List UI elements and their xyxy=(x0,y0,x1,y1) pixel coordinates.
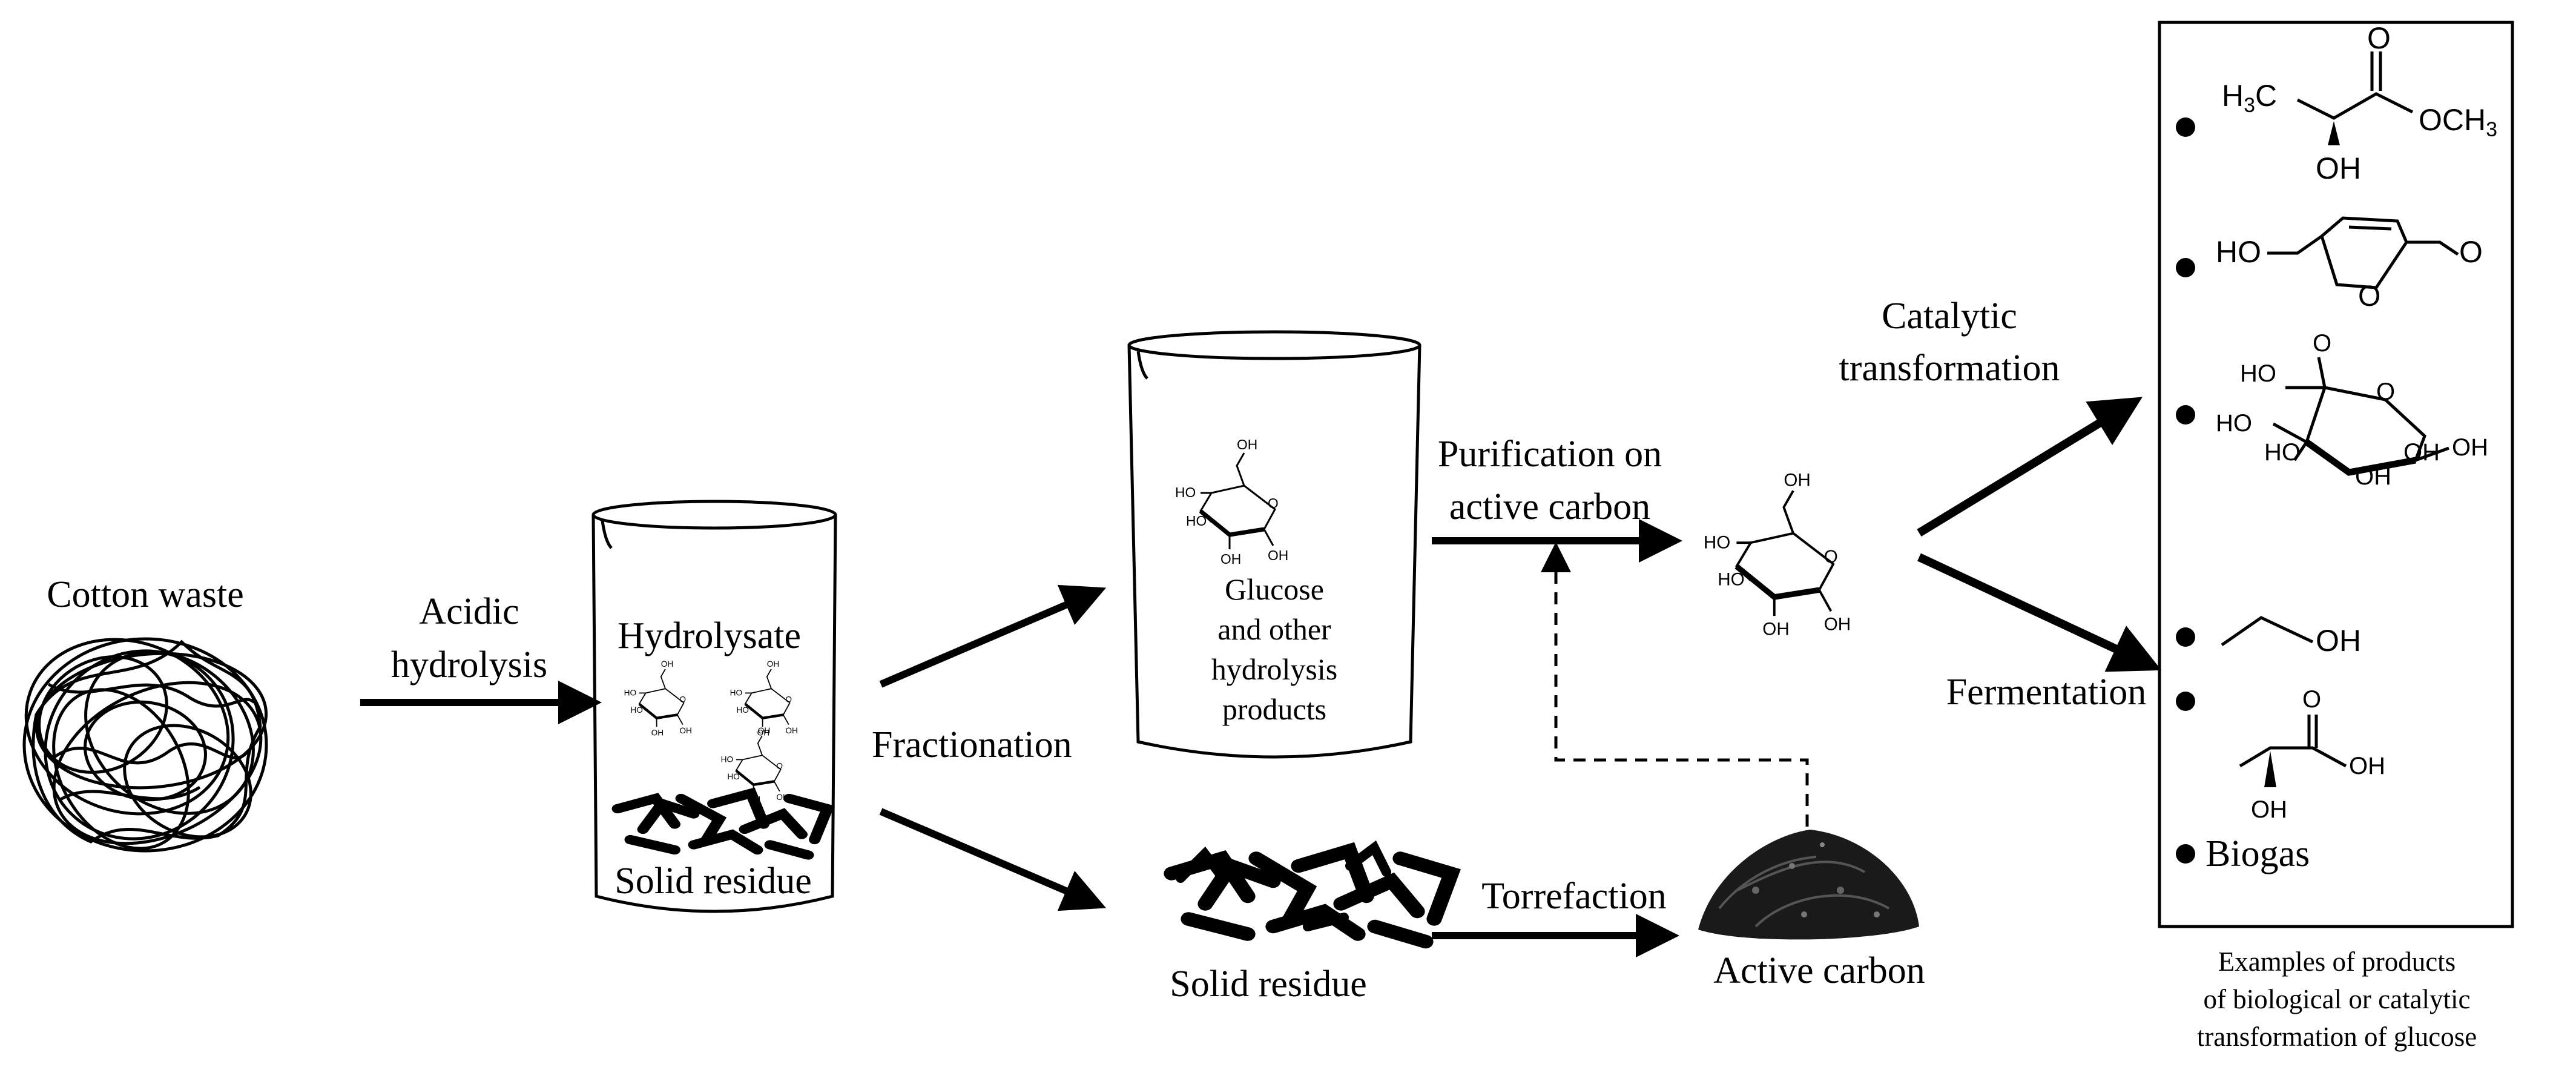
products-caption-line2: of biological or catalytic xyxy=(2203,984,2470,1014)
glucose-label-line4: products xyxy=(1222,692,1326,726)
hmf-icon: HO O O xyxy=(2216,216,2483,312)
hydrolysate-label: Hydrolysate xyxy=(618,615,801,656)
products-box xyxy=(2158,21,2514,928)
glucose-structure-icon xyxy=(1704,471,1851,639)
svg-text:O: O xyxy=(2376,378,2395,405)
catalytic-label-line2: transformation xyxy=(1839,348,2060,389)
cotton-waste-label: Cotton waste xyxy=(47,574,243,615)
svg-text:OH: OH xyxy=(2316,624,2361,658)
svg-text:HO: HO xyxy=(2216,410,2252,437)
dashed-link-active-carbon xyxy=(1541,542,1809,827)
purification-label-line2: active carbon xyxy=(1449,486,1650,527)
solid-residue-extra-icon xyxy=(1176,840,1391,931)
svg-text:OH: OH xyxy=(2316,151,2361,185)
arrow-fractionation-down xyxy=(879,808,1107,911)
glucose-structure-icon xyxy=(1175,437,1288,567)
svg-text:HO: HO xyxy=(2264,439,2301,466)
svg-text:OH: OH xyxy=(2452,434,2488,461)
arrow-catalytic xyxy=(1917,397,2143,537)
acidic-label-line1: Acidic xyxy=(419,591,519,632)
products-caption-line3: transformation of glucose xyxy=(2197,1022,2477,1052)
svg-text:HO: HO xyxy=(2240,360,2276,387)
svg-text:HO: HO xyxy=(2216,235,2261,269)
svg-text:OH: OH xyxy=(2349,753,2385,779)
glucose-label-line2: and other xyxy=(1217,612,1331,646)
catalytic-label-line1: Catalytic xyxy=(1882,296,2017,337)
ethanol-icon: OH xyxy=(2221,616,2361,658)
glucose-structure-icon xyxy=(624,659,692,737)
solid-residue-label: Solid residue xyxy=(1170,963,1366,1005)
biogas-label: Biogas xyxy=(2205,833,2310,874)
fermentation-label: Fermentation xyxy=(1946,672,2147,713)
svg-text:OCH3: OCH3 xyxy=(2419,103,2497,141)
beaker-icon xyxy=(591,500,837,913)
beaker-icon xyxy=(1127,330,1421,759)
svg-text:O: O xyxy=(2313,330,2331,357)
glucose-label-line3: hydrolysis xyxy=(1211,652,1337,686)
arrow-fermentation xyxy=(1917,553,2162,672)
svg-text:O: O xyxy=(2459,235,2483,269)
purification-label-line1: Purification on xyxy=(1438,434,1662,475)
acidic-label-line2: hydrolysis xyxy=(391,644,547,686)
products-caption-line1: Examples of products xyxy=(2218,947,2456,977)
svg-text:H3C: H3C xyxy=(2222,79,2277,117)
arrow-fractionation-up xyxy=(879,584,1107,688)
beaker-solid-residue-label: Solid residue xyxy=(614,861,811,902)
fractionation-label: Fractionation xyxy=(872,724,1072,765)
svg-text:O: O xyxy=(2358,280,2380,312)
cotton-waste-icon xyxy=(22,637,268,853)
glucuronic-acid-icon: HO O O HO HO OH OH OH xyxy=(2216,330,2488,490)
solid-residue-icon xyxy=(618,793,828,855)
torrefaction-label: Torrefaction xyxy=(1481,876,1667,917)
svg-text:OH: OH xyxy=(2251,796,2287,823)
lactic-acid-icon: O OH OH xyxy=(2239,686,2385,823)
active-carbon-icon xyxy=(1698,830,1919,940)
active-carbon-label: Active carbon xyxy=(1713,950,1925,991)
methyl-lactate-icon: H3C O OCH3 OH xyxy=(2222,21,2497,185)
bullet-list xyxy=(2176,117,2195,864)
glucose-label-line1: Glucose xyxy=(1225,572,1324,606)
svg-text:O: O xyxy=(2367,21,2391,55)
svg-text:O: O xyxy=(2302,686,2321,713)
glucose-structure-icon xyxy=(730,659,798,737)
